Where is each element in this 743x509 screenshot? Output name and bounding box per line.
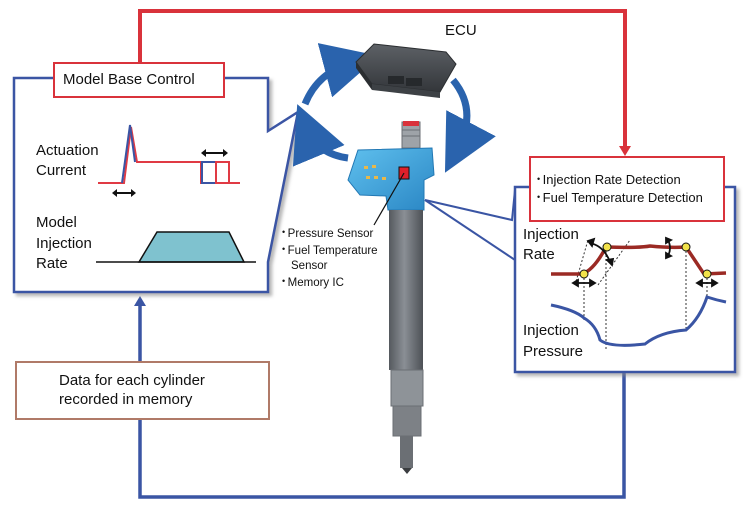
blue-arrowhead-icon [134,296,146,306]
injection-pressure-label-2: Pressure [523,343,584,360]
model-injection-rate-label-3: Rate [36,255,68,272]
rate-marker [579,269,589,279]
detection-item-rate: Injection Rate Detection [537,171,703,189]
rate-marker [681,242,691,252]
model-injection-rate-label-2: Injection [36,235,92,252]
actuation-current-label-2: Current [36,162,87,179]
model-injection-rate-chart [96,231,256,263]
cycle-arrow-to-injector-icon [444,77,496,173]
rate-marker [602,242,612,252]
ecu-label: ECU [445,22,477,39]
injection-rate-label-1: Injection [523,226,579,243]
cycle-arrows [292,43,496,173]
red-arrowhead-icon [619,146,631,156]
ecu-module [355,43,457,98]
detection-box: Injection Rate Detection Fuel Temperatur… [529,156,725,222]
injector [347,121,435,474]
pulse-shift-arrow-icon [201,149,228,157]
injection-pressure-label-1: Injection [523,322,579,339]
feature-fuel-temperature-cont: Sensor [291,260,328,273]
red-flow-line [138,9,631,156]
memory-data-line-1: Data for each cylinder [59,372,205,389]
detection-chart [550,236,727,350]
feature-memory-ic: Memory IC [282,275,378,292]
cycle-arrow-to-ecu-icon [301,43,380,106]
detection-item-temperature: Fuel Temperature Detection [537,189,703,207]
model-injection-rate-label-1: Model [36,214,77,231]
injection-rate-label-2: Rate [523,246,555,263]
model-base-control-title-box: Model Base Control [53,62,225,98]
memory-data-line-2: recorded in memory [59,391,193,408]
injection-rate-curve [551,244,727,276]
actuation-current-waveform [98,124,240,197]
injector-features-list: Pressure Sensor Fuel Temperature Sensor … [282,226,378,291]
injection-pressure-curve [550,295,727,347]
feature-fuel-temperature: Fuel Temperature [282,243,378,260]
memory-data-box: Data for each cylinder recorded in memor… [15,361,270,420]
cycle-arrow-to-model-icon [292,104,349,167]
actuation-current-label-1: Actuation [36,142,99,159]
rate-marker [702,269,712,279]
connector-pins [364,165,386,180]
detection-list: Injection Rate Detection Fuel Temperatur… [537,171,703,206]
injector-to-detection-pointer [424,189,528,261]
timing-shift-arrow-icon [112,189,136,197]
feature-pressure-sensor: Pressure Sensor [282,226,378,243]
model-base-control-title: Model Base Control [63,71,195,88]
